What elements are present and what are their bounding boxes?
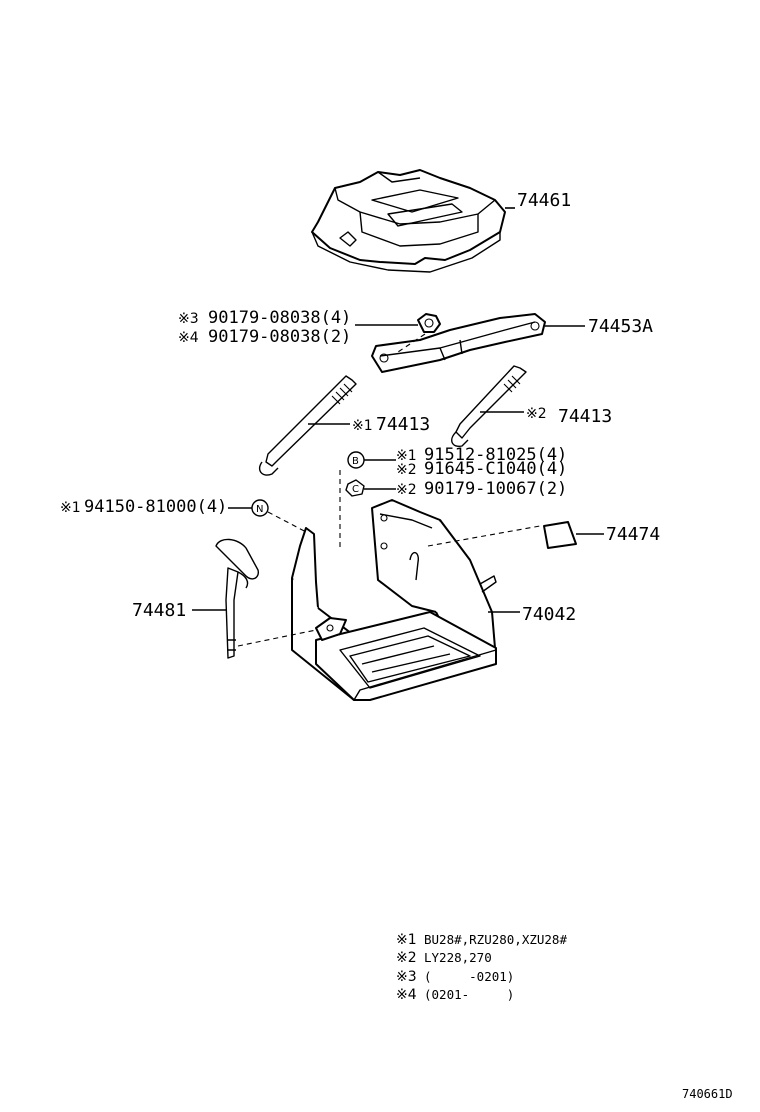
fastener-1-mark: ※3: [178, 311, 199, 327]
note-1-text: BU28#,RZU280,XZU28#: [424, 932, 567, 947]
fastener-4-mark: ※2: [396, 462, 417, 478]
fastener-5-mark: ※2: [396, 482, 417, 498]
fastener-1-number: 90179-08038(4): [208, 308, 351, 328]
diagram-reference-code: 740661D: [682, 1087, 733, 1101]
note-1-mark: ※1: [396, 932, 417, 948]
tray-part-number: 74042: [522, 604, 576, 625]
fastener-3-number: 91512-81025(4): [424, 445, 567, 465]
fastener-c-nut-drawing: [345, 479, 365, 497]
label-plate-part-number: 74474: [606, 524, 660, 545]
battery-cover-drawing: [311, 169, 506, 273]
note-4-text: (0201- ): [424, 987, 514, 1002]
right-rod-mark: ※2: [526, 406, 547, 422]
left-rod-part-number: 74413: [376, 414, 430, 435]
battery-tray-drawing: [291, 499, 497, 701]
fastener-b-letter: B: [352, 456, 359, 467]
right-hold-down-rod-drawing: [451, 365, 527, 447]
note-4-mark: ※4: [396, 987, 417, 1003]
clamp-nut-drawing: [417, 313, 441, 333]
fastener-n-letter: N: [256, 504, 263, 515]
fastener-2-number: 90179-08038(2): [208, 327, 351, 347]
clamp-part-number: 74453A: [588, 316, 653, 337]
fastener-6-mark: ※1: [60, 500, 81, 516]
fastener-2-mark: ※4: [178, 330, 199, 346]
fastener-6-number: 94150-81000(4): [84, 497, 227, 517]
fastener-4-number: 91645-C1040(4): [424, 459, 567, 479]
cover-part-number: 74461: [517, 190, 571, 211]
left-hold-down-rod-drawing: [258, 375, 357, 476]
note-2-mark: ※2: [396, 950, 417, 966]
battery-holder-drawing: [215, 538, 260, 659]
left-rod-mark: ※1: [352, 418, 373, 434]
fastener-n-symbol: [251, 499, 269, 517]
fastener-3-mark: ※1: [396, 448, 417, 464]
note-2-text: LY228,270: [424, 950, 492, 965]
fastener-c-letter: C: [352, 484, 359, 495]
note-3-mark: ※3: [396, 969, 417, 985]
battery-clamp-drawing: [371, 313, 546, 373]
holder-part-number: 74481: [132, 600, 186, 621]
label-plate-drawing: [543, 521, 577, 549]
fastener-5-number: 90179-10067(2): [424, 479, 567, 499]
note-3-text: ( -0201): [424, 969, 514, 984]
right-rod-part-number: 74413: [558, 406, 612, 427]
